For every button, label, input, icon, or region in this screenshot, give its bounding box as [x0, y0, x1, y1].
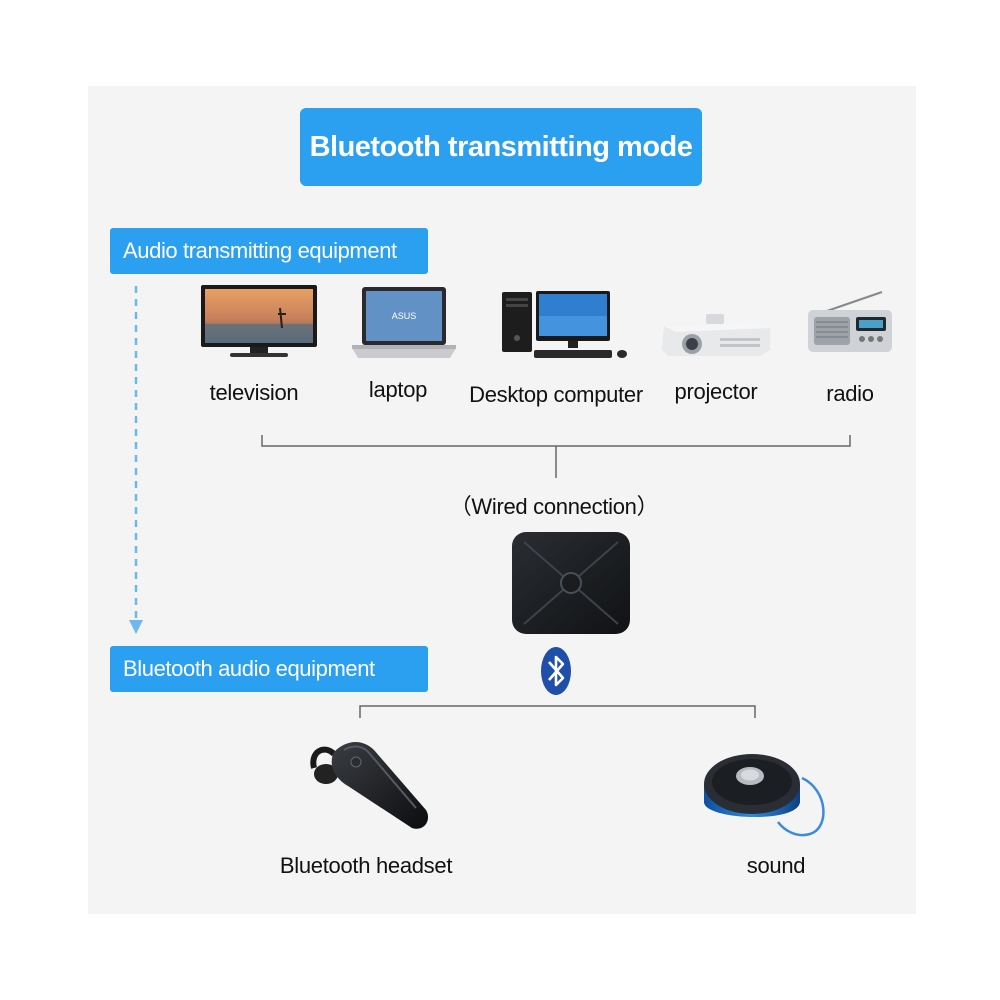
- projector-icon: [662, 314, 770, 356]
- section-tag-transmitting: Audio transmitting equipment: [110, 228, 428, 274]
- speaker-icon: [704, 754, 825, 837]
- transmitter-label-television: television: [209, 380, 299, 405]
- transmitter-label-projector: projector: [674, 379, 758, 404]
- bluetooth-icon: [541, 647, 571, 695]
- transmitter-label-laptop: laptop: [368, 377, 428, 402]
- television-icon: [201, 285, 317, 357]
- flow-arrow-icon: [129, 286, 143, 634]
- connection-label: （Wired connection）: [449, 494, 659, 519]
- transmitter-label-desktop-computer: Desktop computer: [469, 382, 643, 407]
- laptop-icon: ASUS: [352, 287, 456, 358]
- section-tag-receiving: Bluetooth audio equipment: [110, 646, 428, 692]
- bluetooth-headset-icon: [310, 742, 429, 829]
- desktop-computer-icon: [502, 291, 627, 358]
- transmitter-label-radio: radio: [826, 381, 874, 406]
- radio-icon: [808, 291, 892, 352]
- svg-text:ASUS: ASUS: [392, 311, 417, 321]
- receiver-label-sound: sound: [746, 853, 806, 878]
- page-title: Bluetooth transmitting mode: [300, 108, 702, 186]
- receiver-label-bluetooth-headset: Bluetooth headset: [279, 853, 453, 878]
- bluetooth-adapter-icon: [512, 532, 630, 634]
